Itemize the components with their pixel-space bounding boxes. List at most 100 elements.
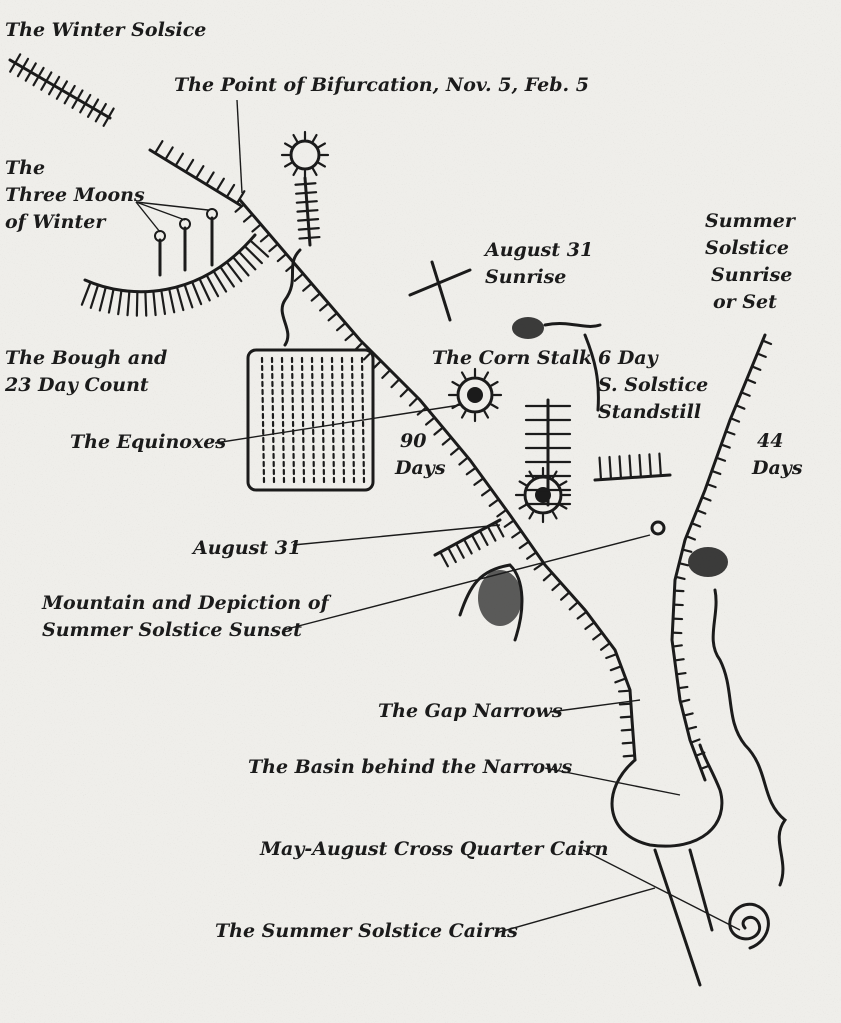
hatch-mark: [551, 581, 562, 592]
rectangle-hatch: [320, 356, 326, 484]
hatch-mark: [37, 66, 45, 78]
rectangle-hatch: [290, 356, 296, 484]
hatch-mark: [55, 89, 64, 100]
hatch-mark: [618, 455, 623, 480]
hatch-mark: [353, 341, 364, 352]
hatch-mark: [620, 728, 634, 732]
sun-ray: [311, 133, 318, 143]
sun-ray: [528, 470, 535, 479]
hatch-mark: [194, 165, 205, 180]
august-sunrise-cross-v: [430, 260, 452, 322]
hatch-mark: [681, 548, 693, 553]
label-summer-solstice-sunrise: Summer Solstice Sunrise or Set: [705, 210, 795, 313]
hatch-mark: [32, 75, 40, 87]
hatch-mark: [154, 140, 164, 155]
hatch-mark: [496, 508, 508, 518]
hatch-mark: [441, 436, 453, 446]
hatch-mark: [399, 387, 410, 398]
hatch-mark: [494, 521, 505, 538]
leader-moon-2: [135, 201, 186, 221]
wavy-line: [280, 248, 302, 347]
rectangle-hatch: [340, 356, 346, 484]
hatch-mark: [592, 631, 604, 641]
hatch-mark: [750, 365, 762, 371]
equinox-sun: [456, 376, 494, 414]
hatch-mark: [740, 391, 751, 397]
leader-cairn: [582, 849, 741, 931]
hatch-mark: [658, 452, 662, 477]
label-summer-solstice-cairns: The Summer Solstice Cairns: [215, 920, 518, 942]
rectangle-hatch: [350, 356, 356, 484]
hatch-mark: [152, 290, 157, 317]
sun-ray: [311, 167, 318, 177]
label-mountain-sunset: Mountain and Depiction of Summer Solstic…: [42, 592, 329, 641]
hatch-mark: [724, 430, 736, 436]
hatch-mark: [212, 269, 228, 293]
hatch-mark: [126, 290, 131, 317]
hatch-mark: [107, 107, 115, 119]
hatch-mark: [648, 453, 652, 478]
rectangle-hatch: [260, 356, 266, 484]
label-corn-stalk: The Corn Stalk: [432, 347, 593, 369]
hatch-mark: [526, 551, 538, 560]
hatch-mark: [372, 359, 383, 370]
hatch-mark: [285, 262, 296, 273]
hatch-mark: [599, 642, 611, 651]
hatch-mark: [734, 404, 746, 410]
hatch-mark: [295, 200, 308, 204]
rectangle-hatch: [300, 356, 306, 484]
rectangle-hatch: [280, 356, 286, 484]
hatch-mark: [408, 396, 419, 407]
sun-ray: [551, 470, 558, 479]
hatch-mark: [689, 738, 701, 744]
leader-gap: [549, 699, 641, 713]
hatch-mark: [621, 741, 635, 745]
hatch-mark: [307, 218, 320, 221]
rectangle-hatch: [330, 356, 336, 484]
hatch-mark: [184, 158, 195, 174]
sun-ray: [490, 380, 499, 387]
hatch-mark: [47, 84, 56, 96]
hatch-mark: [243, 245, 263, 265]
hatch-mark: [685, 535, 696, 541]
sun-ray: [518, 503, 527, 510]
hatch-mark: [79, 102, 87, 114]
hatch-mark: [503, 519, 515, 528]
hatch-mark: [205, 171, 215, 186]
hatch-mark: [71, 98, 79, 109]
hatch-mark: [462, 538, 473, 555]
hatch-mark: [560, 591, 571, 601]
hatch-mark: [135, 290, 139, 317]
hatch-mark: [225, 260, 243, 283]
equinox-rectangle: [246, 348, 375, 492]
cairn-line-left: [653, 848, 702, 987]
hatch-mark: [310, 292, 322, 302]
east-edge-wavy: [711, 588, 788, 887]
hatch-mark: [614, 677, 627, 684]
hatch-mark: [53, 75, 61, 87]
hatch-mark: [24, 70, 32, 82]
sun-ray: [292, 167, 299, 177]
hatch-mark: [381, 369, 392, 380]
sun-ray: [528, 511, 535, 520]
hatch-mark: [455, 542, 465, 559]
leader-aug31: [292, 524, 501, 546]
hatch-mark: [302, 282, 313, 292]
moon-2: [179, 218, 191, 230]
hatch-mark: [168, 287, 176, 314]
label-bough-23-day: The Bough and 23 Day Count: [5, 347, 168, 396]
hatch-mark: [715, 456, 727, 462]
hatch-mark: [674, 575, 686, 581]
hatch-mark: [682, 712, 694, 717]
august-sunrise-cross-h: [408, 268, 472, 297]
hatch-mark: [609, 665, 623, 672]
hatch-mark: [690, 522, 702, 528]
label-basin: The Basin behind the Narrows: [248, 756, 573, 778]
hatch-mark: [102, 116, 110, 127]
sun-circle: [289, 139, 321, 171]
hatch-mark: [14, 53, 22, 65]
corn-stalk-top: [512, 317, 544, 339]
hatch-mark: [605, 653, 618, 660]
